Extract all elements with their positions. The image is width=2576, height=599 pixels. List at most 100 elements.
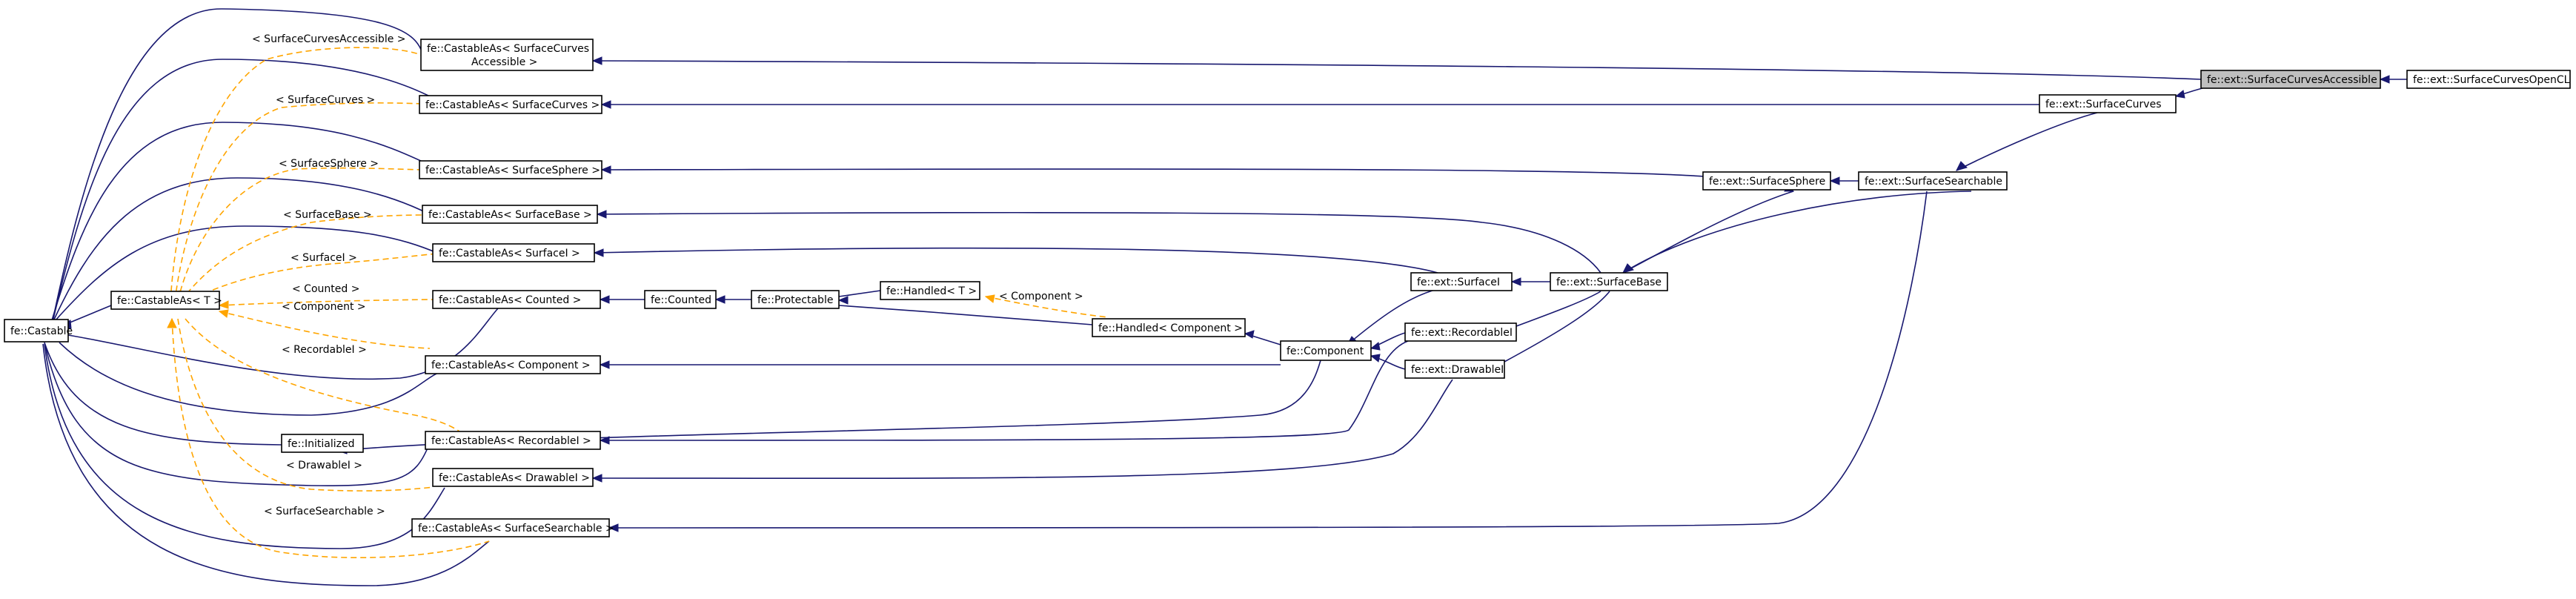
node-fe-initialized[interactable]: fe::Initialized — [281, 434, 364, 453]
edge-castable-ca-surfacei — [54, 225, 439, 322]
edge-label-surfacei: < SurfaceI > — [291, 252, 357, 264]
arrowhead — [591, 56, 602, 65]
svg-text:fe::ext::SurfaceBase: fe::ext::SurfaceBase — [1556, 277, 1662, 288]
node-ca-counted[interactable]: fe::CastableAs< Counted > — [432, 290, 601, 309]
svg-text:fe::CastableAs< T >: fe::CastableAs< T > — [117, 295, 222, 307]
edge-ca-drawablei-drawablei — [592, 379, 1453, 480]
node-ca-surfacesphere[interactable]: fe::CastableAs< SurfaceSphere > — [419, 160, 602, 179]
edge-castable-ca-surfacesearchable — [42, 343, 490, 586]
svg-text:fe::ext::SurfaceSphere: fe::ext::SurfaceSphere — [1709, 176, 1825, 188]
node-fe-castableas-t[interactable]: fe::CastableAs< T > — [110, 291, 222, 310]
svg-text:fe::ext::DrawableI: fe::ext::DrawableI — [1411, 364, 1504, 376]
svg-text:fe::Castable: fe::Castable — [10, 325, 73, 337]
edge-castable-castableas-t — [67, 305, 112, 324]
node-ext-drawablei[interactable]: fe::ext::DrawableI — [1404, 360, 1505, 379]
tpl-edge-surfacesearchable — [171, 318, 490, 558]
svg-text:fe::ext::SurfaceSearchable: fe::ext::SurfaceSearchable — [1865, 176, 2002, 188]
svg-text:fe::Component: fe::Component — [1287, 345, 1364, 357]
arrowhead — [1370, 342, 1381, 351]
arrowhead — [600, 100, 611, 109]
arrowhead — [591, 474, 602, 483]
edge-label-surfacecurves: < SurfaceCurves > — [276, 94, 375, 106]
svg-text:fe::Handled< Component >: fe::Handled< Component > — [1098, 322, 1243, 334]
edge-ca-recordablei-recordablei — [600, 340, 1409, 441]
node-ext-surfacesphere[interactable]: fe::ext::SurfaceSphere — [1702, 171, 1831, 191]
tpl-edge-handled-component — [985, 296, 1109, 318]
svg-text:fe::ext::RecordableI: fe::ext::RecordableI — [1411, 327, 1513, 339]
svg-text:fe::CastableAs< SurfaceSphere: fe::CastableAs< SurfaceSphere > — [425, 165, 600, 176]
tpl-edge-surfacei — [186, 253, 438, 303]
edge-castable-ca-recordablei — [44, 342, 429, 487]
edge-ca-surfacesearchable-searchable — [608, 191, 1928, 529]
edge-label-component: < Component > — [282, 301, 366, 313]
edge-label-surfacesphere: < SurfaceSphere > — [279, 158, 379, 170]
node-ext-surfacebase[interactable]: fe::ext::SurfaceBase — [1550, 272, 1668, 291]
node-ca-surfacei[interactable]: fe::CastableAs< SurfaceI > — [432, 243, 595, 262]
arrowhead — [599, 295, 610, 304]
svg-text:fe::ext::SurfaceCurves: fe::ext::SurfaceCurves — [2045, 99, 2161, 110]
edge-castable-ca-surfacecurvesaccessible — [53, 8, 423, 318]
node-fe-castable[interactable]: fe::Castable — [4, 319, 73, 342]
node-fe-handled-t[interactable]: fe::Handled< T > — [880, 281, 980, 300]
svg-text:fe::CastableAs< Counted >: fe::CastableAs< Counted > — [439, 294, 581, 306]
node-ca-recordablei[interactable]: fe::CastableAs< RecordableI > — [425, 431, 601, 450]
arrowhead — [1829, 176, 1840, 185]
node-fe-handled-component[interactable]: fe::Handled< Component > — [1092, 318, 1246, 337]
edge-castable-ca-component — [59, 342, 449, 416]
svg-text:fe::CastableAs< SurfaceCurves: fe::CastableAs< SurfaceCurves > — [425, 99, 600, 111]
arrowhead — [1956, 161, 1968, 171]
node-ca-surfacecurvesaccessible[interactable]: fe::CastableAs< SurfaceCurves Accessible… — [420, 39, 594, 71]
edge-castable-ca-counted — [67, 308, 499, 380]
svg-text:fe::Handled< T >: fe::Handled< T > — [886, 285, 977, 297]
arrowhead — [600, 165, 611, 174]
arrowhead — [596, 210, 607, 219]
svg-text:fe::CastableAs< SurfaceCurves: fe::CastableAs< SurfaceCurves — [427, 43, 589, 55]
node-ca-component[interactable]: fe::CastableAs< Component > — [425, 355, 601, 374]
node-ca-surfacebase[interactable]: fe::CastableAs< SurfaceBase > — [422, 205, 598, 224]
svg-text:fe::CastableAs< SurfaceBase >: fe::CastableAs< SurfaceBase > — [428, 209, 592, 221]
edge-surfacesearchable-surfacecurves — [1956, 112, 2098, 171]
edge-castable-ca-surfacesphere — [51, 122, 423, 321]
node-fe-counted[interactable]: fe::Counted — [644, 290, 717, 309]
node-ext-surfacesearchable[interactable]: fe::ext::SurfaceSearchable — [1858, 171, 2008, 191]
arrowhead — [593, 248, 604, 257]
svg-text:fe::CastableAs< SurfaceSearcha: fe::CastableAs< SurfaceSearchable > — [418, 523, 614, 535]
arrowhead — [599, 436, 610, 445]
node-ext-surfacei[interactable]: fe::ext::SurfaceI — [1410, 272, 1513, 291]
arrowhead — [837, 296, 849, 305]
svg-text:fe::ext::SurfaceCurvesOpenCL: fe::ext::SurfaceCurvesOpenCL — [2413, 74, 2570, 86]
edge-label-drawablei: < DrawableI > — [286, 460, 362, 471]
node-ca-drawablei[interactable]: fe::CastableAs< DrawableI > — [432, 468, 594, 487]
edge-label-handled-component: < Component > — [999, 291, 1083, 302]
svg-text:Accessible >: Accessible > — [471, 56, 537, 68]
svg-text:fe::Protectable: fe::Protectable — [757, 294, 833, 306]
tpl-edge-drawablei — [177, 318, 434, 492]
node-ext-recordablei[interactable]: fe::ext::RecordableI — [1404, 322, 1517, 342]
svg-text:fe::CastableAs< SurfaceI >: fe::CastableAs< SurfaceI > — [439, 248, 580, 259]
node-fe-component[interactable]: fe::Component — [1280, 340, 1372, 361]
svg-text:fe::CastableAs< Component >: fe::CastableAs< Component > — [431, 360, 591, 371]
node-ca-surfacesearchable[interactable]: fe::CastableAs< SurfaceSearchable > — [411, 518, 614, 537]
arrowhead — [218, 300, 229, 309]
edge-label-recordablei: < RecordableI > — [282, 344, 367, 356]
node-ext-surfacecurvesaccessible[interactable]: fe::ext::SurfaceCurvesAccessible — [2200, 70, 2381, 89]
arrowhead — [984, 294, 995, 303]
svg-text:fe::Counted: fe::Counted — [651, 294, 711, 306]
edge-drawablei-surfacebase — [1504, 291, 1610, 363]
node-ca-surfacecurves[interactable]: fe::CastableAs< SurfaceCurves > — [419, 95, 602, 114]
edge-label-surfacebase: < SurfaceBase > — [283, 209, 372, 221]
arrowhead — [608, 523, 619, 532]
node-fe-protectable[interactable]: fe::Protectable — [751, 290, 840, 309]
node-ext-surfacecurvesopencl[interactable]: fe::ext::SurfaceCurvesOpenCL — [2406, 70, 2571, 89]
arrowhead — [1244, 330, 1255, 339]
tpl-edge-surfacecurvesaccessible — [170, 47, 422, 302]
tpl-edge-surfacesphere — [177, 167, 422, 302]
edge-protectable-handled-t — [838, 290, 881, 297]
tpl-edge-counted — [219, 299, 436, 306]
edge-component-surfacei — [1347, 288, 1438, 345]
edge-label-surfacesearchable: < SurfaceSearchable > — [264, 506, 385, 517]
node-ext-surfacecurves[interactable]: fe::ext::SurfaceCurves — [2039, 94, 2177, 113]
arrowhead — [1370, 354, 1381, 363]
edge-ca-surfacesphere-surfacesphere — [601, 168, 1705, 177]
